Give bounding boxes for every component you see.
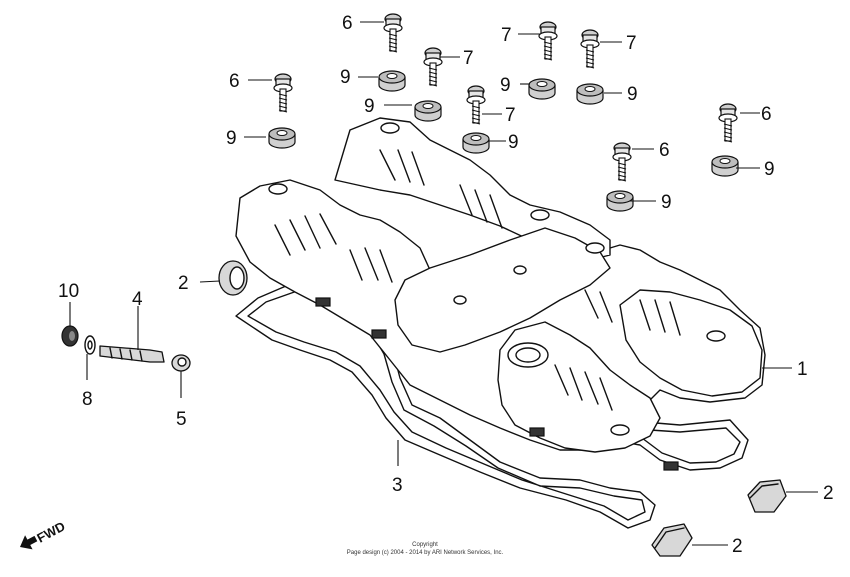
callout-9: 9 (226, 128, 237, 149)
special-bolt[interactable] (466, 85, 486, 125)
callout-6: 6 (761, 104, 772, 125)
cover-ribs-right (584, 289, 681, 336)
rubber-grommet[interactable] (171, 354, 191, 372)
flange-bolt[interactable] (718, 103, 738, 143)
copyright-notice: Page design (c) 2004 - 2014 by ARI Netwo… (347, 550, 504, 556)
callout-6: 6 (342, 13, 353, 34)
callout-10: 10 (58, 281, 79, 302)
cover-gasket-right (559, 419, 749, 471)
callout-7: 7 (626, 33, 637, 54)
callout-7: 7 (505, 105, 516, 126)
callout-9: 9 (764, 159, 775, 180)
half-moon-plug[interactable] (218, 260, 248, 296)
gasket-tabs (315, 297, 679, 471)
cover-plug-hole-inner (515, 347, 541, 363)
callout-1: 1 (797, 359, 808, 380)
cover-plug-hole (507, 342, 549, 368)
rubber-washer[interactable] (711, 155, 739, 177)
callout-2: 2 (732, 536, 743, 557)
rubber-washer[interactable] (576, 83, 604, 105)
callout-9: 9 (627, 84, 638, 105)
half-moon-plug[interactable] (651, 523, 693, 557)
fwd-label: FWD (34, 519, 67, 546)
cover-bolt-bosses (268, 122, 726, 436)
rubber-washer[interactable] (462, 132, 490, 154)
callout-6: 6 (659, 140, 670, 161)
callout-9: 9 (508, 132, 519, 153)
cover-right-housing (619, 289, 763, 397)
cap-nut[interactable] (61, 325, 79, 347)
stud-bolt[interactable] (99, 345, 165, 363)
cover-ribs-front (554, 364, 613, 411)
fasteners (268, 13, 739, 212)
rubber-washer[interactable] (268, 127, 296, 149)
cylinder-head-cover[interactable] (235, 179, 766, 451)
callout-5: 5 (176, 409, 187, 430)
special-bolt[interactable] (580, 29, 600, 69)
rubber-washer[interactable] (414, 100, 442, 122)
cover-ribs-left (274, 213, 393, 283)
callout-9: 9 (661, 192, 672, 213)
callout-2: 2 (178, 273, 189, 294)
callout-9: 9 (340, 67, 351, 88)
sealing-washer[interactable] (84, 335, 96, 355)
forward-arrow-icon (20, 535, 38, 550)
rubber-washer[interactable] (528, 78, 556, 100)
callout-9: 9 (500, 75, 511, 96)
callout-7: 7 (463, 48, 474, 69)
copyright-title: Copyright (412, 542, 438, 548)
cover-center-ridge (394, 227, 611, 353)
callout-6: 6 (229, 71, 240, 92)
rubber-washer[interactable] (606, 190, 634, 212)
callout-2: 2 (823, 483, 834, 504)
rubber-washer[interactable] (378, 70, 406, 92)
callout-8: 8 (82, 389, 93, 410)
flange-bolt[interactable] (612, 142, 632, 182)
callout-3: 3 (392, 475, 403, 496)
cover-rear-housing (334, 117, 611, 261)
callout-4: 4 (132, 289, 143, 310)
callout-9: 9 (364, 96, 375, 117)
special-bolt[interactable] (538, 21, 558, 61)
half-moon-plug[interactable] (747, 479, 787, 513)
flange-bolt[interactable] (273, 73, 293, 113)
flange-bolt[interactable] (383, 13, 403, 53)
special-bolt[interactable] (423, 47, 443, 87)
leader-lines (69, 21, 818, 546)
cover-ribs-rear (379, 149, 503, 229)
callout-7: 7 (501, 25, 512, 46)
